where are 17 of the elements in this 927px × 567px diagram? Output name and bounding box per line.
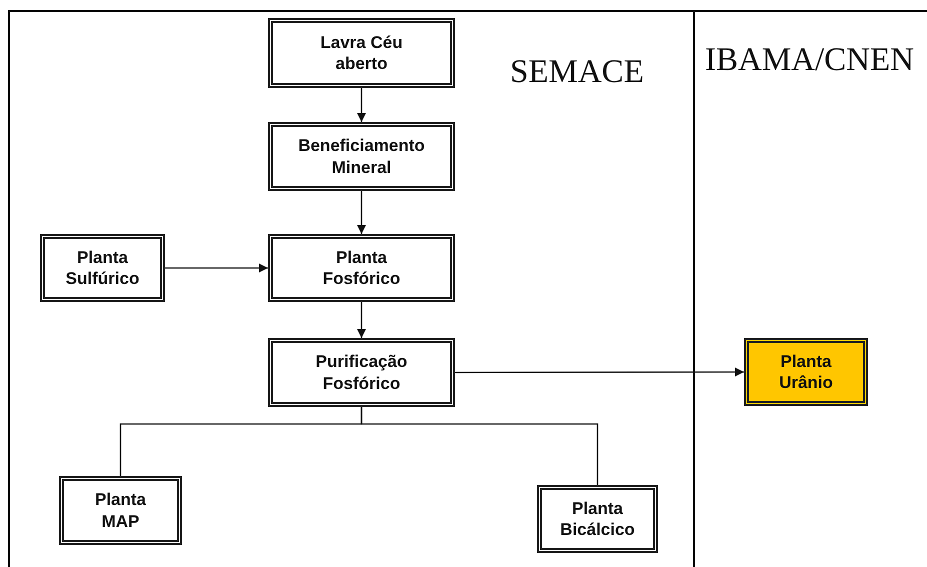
arrow	[357, 191, 366, 234]
connector-line	[360, 407, 598, 485]
region-panel	[8, 10, 695, 567]
region-title: IBAMA/CNEN	[705, 42, 914, 79]
process-box: Lavra Céu aberto	[268, 18, 455, 88]
process-box: Planta MAP	[59, 476, 182, 545]
process-box: Planta Fosfórico	[268, 234, 455, 302]
process-box: Beneficiamento Mineral	[268, 122, 455, 191]
arrow	[165, 264, 268, 272]
process-box: Planta Bicálcico	[537, 485, 658, 553]
region-title: SEMACE	[510, 54, 644, 91]
arrow	[455, 368, 744, 377]
highlighted-process-box: Planta Urânio	[744, 338, 868, 406]
process-box: Planta Sulfúrico	[40, 234, 165, 302]
arrow	[357, 88, 366, 122]
process-box: Purificação Fosfórico	[268, 338, 455, 407]
arrow	[357, 302, 366, 338]
